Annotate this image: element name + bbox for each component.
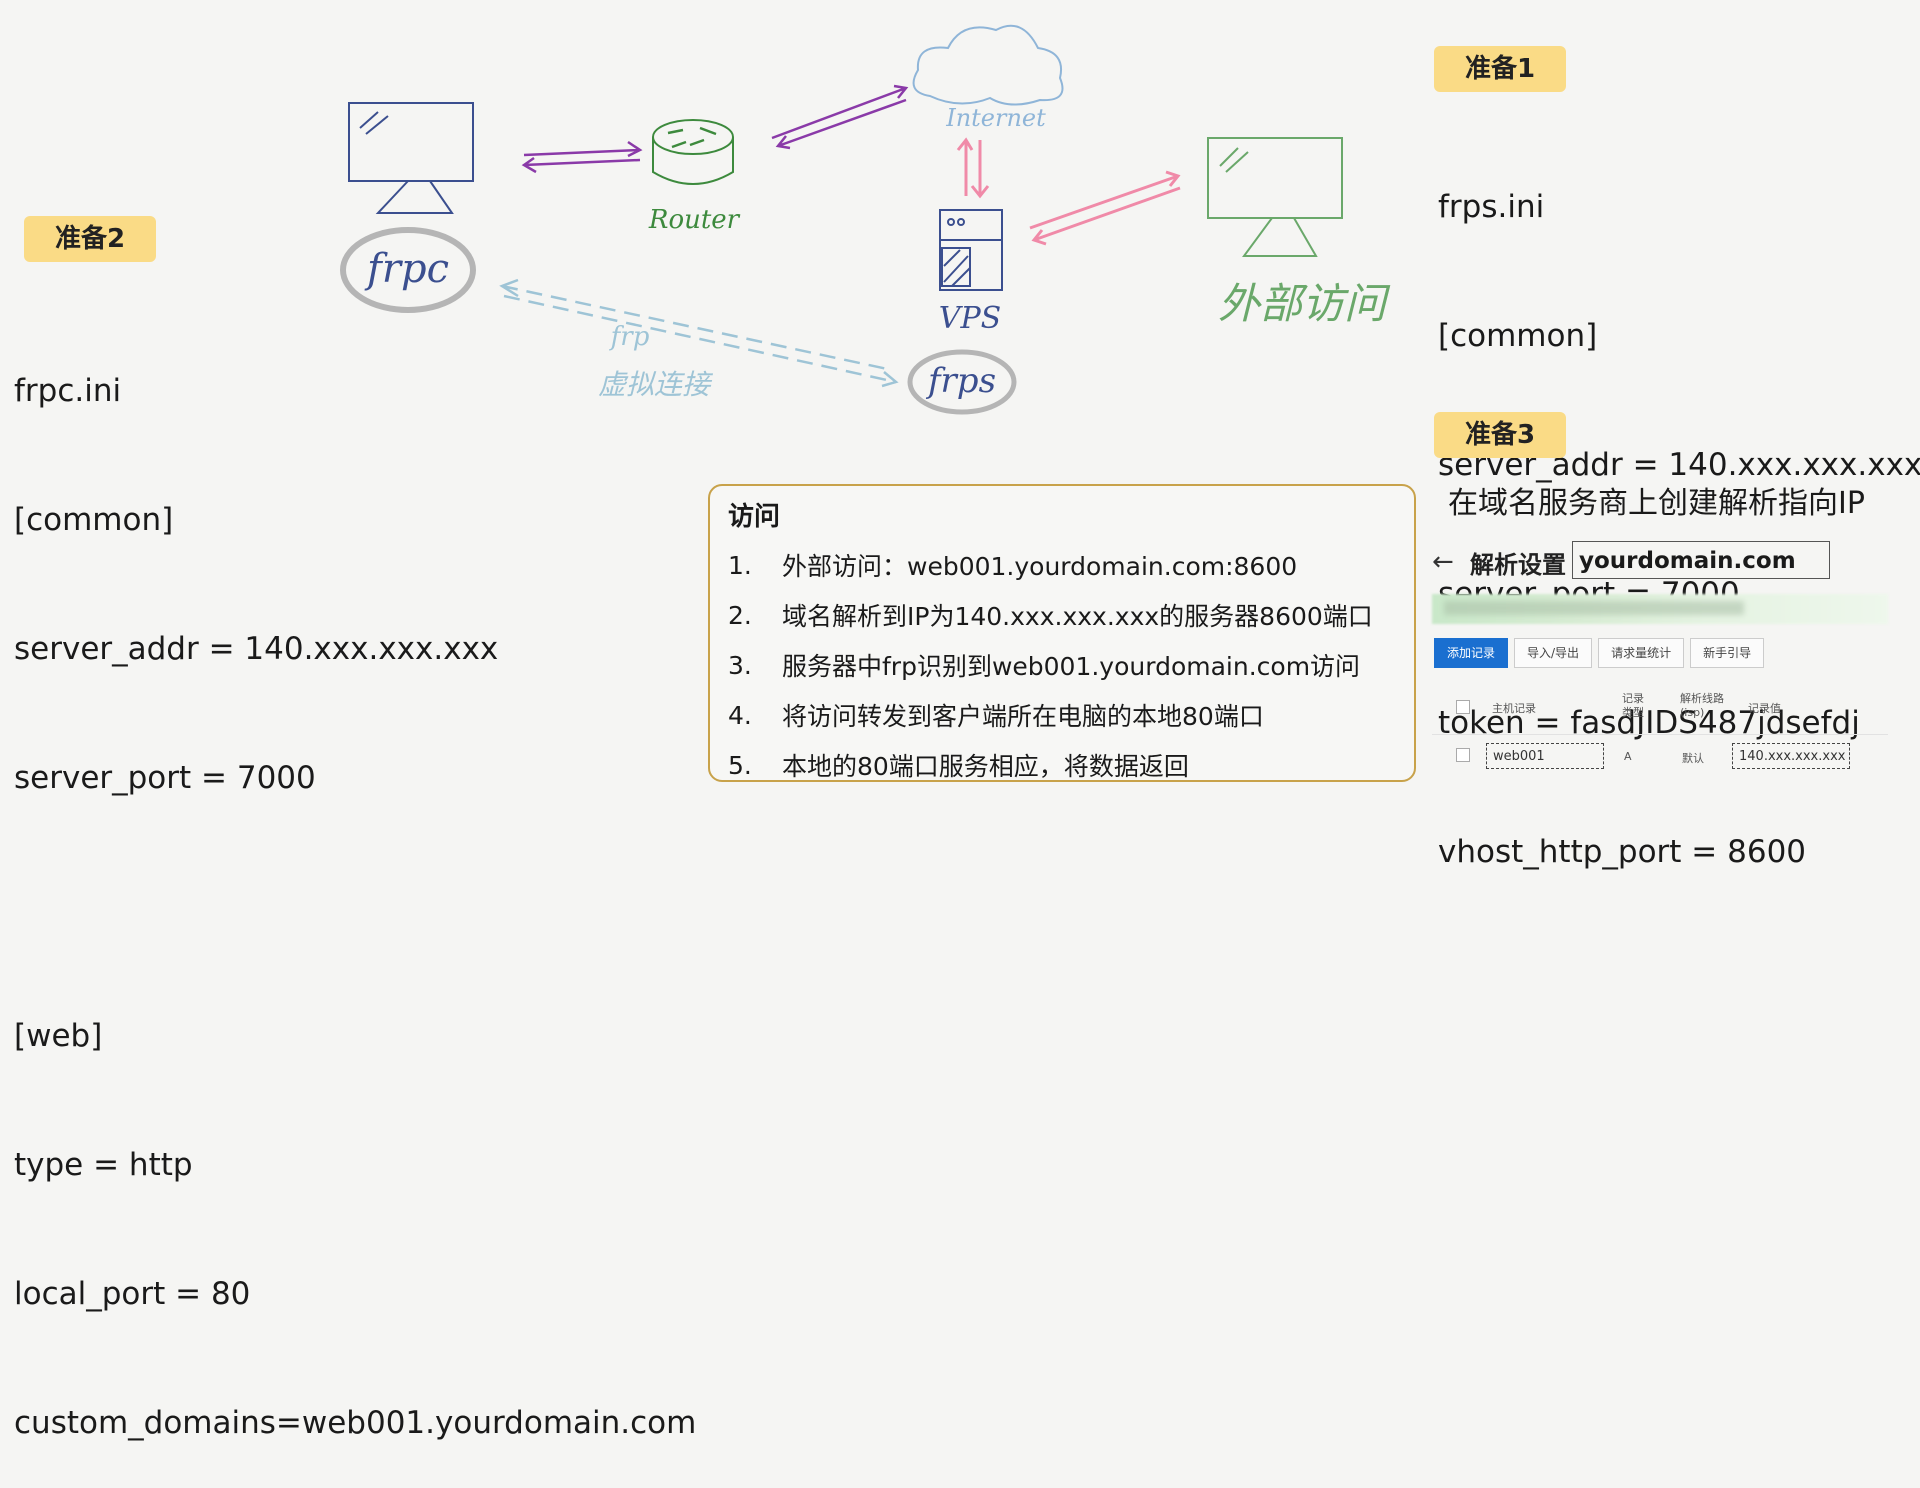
dns-table-row[interactable]: web001 A 默认 140.xxx.xxx.xxx [1432,734,1888,778]
external-access-label: 外部访问 [1218,279,1391,328]
prep1-badge: 准备1 [1434,46,1566,92]
dns-domain-field: yourdomain.com [1572,541,1830,579]
config-line: [common] [14,502,174,538]
external-computer-icon [1207,137,1343,257]
config-line: frps.ini [1438,189,1545,225]
dns-title-row: ← 解析设置 [1432,538,1566,586]
visit-steps-box: 访问 1. 外部访问：web001.yourdomain.com:8600 2. 域… [708,484,1416,782]
prep3-badge: 准备3 [1434,412,1566,458]
record-type-value: A [1624,750,1632,763]
config-line: server_port = 7000 [14,760,316,796]
dns-settings-screenshot: ← 解析设置 yourdomain.com 添加记录 导入/导出 请求量统计 新… [1432,538,1888,782]
add-record-button[interactable]: 添加记录 [1434,638,1509,668]
step-text: 将访问转发到客户端所在电脑的本地80端口 [782,702,1264,731]
step-number: 3. [728,650,752,680]
prep3-description: 在域名服务商上创建解析指向IP [1448,486,1865,521]
step-number: 2. [728,600,752,630]
config-line: custom_domains=web001.yourdomain.com [14,1405,697,1441]
beginner-guide-button[interactable]: 新手引导 [1690,638,1765,668]
select-all-checkbox[interactable] [1456,700,1470,714]
back-arrow-icon[interactable]: ← [1432,547,1454,577]
header-host: 主机记录 [1492,702,1536,715]
visit-title: 访问 [728,502,781,532]
vps-server-icon [939,209,1003,291]
step-number: 4. [728,700,752,730]
visit-step: 3. 服务器中frp识别到web001.yourdomain.com访问 [728,640,1404,690]
request-stats-button[interactable]: 请求量统计 [1598,638,1685,668]
config-line: vhost_http_port = 8600 [1438,834,1807,870]
dns-toolbar: 添加记录 导入/导出 请求量统计 新手引导 [1434,638,1765,668]
header-value: 记录值 [1748,702,1781,715]
frpc-computer-icon [348,102,474,214]
router-internet-arrows [771,84,909,150]
internet-label: Internet [945,104,1046,132]
config-line: [common] [1438,318,1598,354]
config-line: token = fasdJIDS487jdsefdj [1438,705,1860,741]
frpc-label: frpc [364,246,449,292]
record-line-value: 默认 [1682,752,1704,765]
router-label: Router [648,205,741,235]
import-export-button[interactable]: 导入/导出 [1514,638,1593,668]
virtual-label-text: 虚拟连接 [598,368,714,401]
prep2-badge: 准备2 [24,216,156,262]
vps-external-arrows [1029,170,1181,246]
blurred-notice-text [1444,601,1744,615]
step-number: 5. [728,750,752,780]
record-value-input[interactable]: 140.xxx.xxx.xxx [1732,743,1850,769]
visit-step: 5. 本地的80端口服务相应，将数据返回 [728,740,1404,790]
visit-steps-list: 1. 外部访问：web001.yourdomain.com:8600 2. 域名解析… [728,540,1404,790]
config-line: server_addr = 140.xxx.xxx.xxx [14,631,499,667]
visit-step: 1. 外部访问：web001.yourdomain.com:8600 [728,540,1404,590]
router-icon [652,119,734,185]
row-checkbox[interactable] [1456,748,1470,762]
config-line [14,886,696,929]
config-line: frpc.ini [14,373,122,409]
internet-cloud-icon [912,24,1064,106]
internet-vps-arrows [956,137,990,199]
network-diagram: frpc Router Internet VPS frps [340,24,1391,415]
config-line: type = http [14,1147,193,1183]
vps-label: VPS [939,301,1001,336]
frpc-config: frpc.ini [common] server_addr = 140.xxx.… [14,284,696,1488]
header-line: 解析线路(isp) [1680,692,1724,719]
step-text: 外部访问：web001.yourdomain.com:8600 [782,552,1298,581]
visit-step: 2. 域名解析到IP为140.xxx.xxx.xxx的服务器8600端口 [728,590,1404,640]
virtual-connection-line [499,278,899,388]
config-line: local_port = 80 [14,1276,251,1312]
host-record-input[interactable]: web001 [1486,743,1604,769]
step-number: 1. [728,550,752,580]
visit-step: 4. 将访问转发到客户端所在电脑的本地80端口 [728,690,1404,740]
frpc-router-arrows [521,140,643,174]
config-line: [web] [14,1018,103,1054]
frps-label: frps [925,361,996,401]
header-type: 记录类型 [1622,692,1644,719]
dns-title: 解析设置 [1470,550,1566,579]
dns-table-header: 主机记录 记录类型 解析线路(isp) 记录值 [1432,678,1888,735]
frpc-circle [340,227,476,313]
step-text: 本地的80端口服务相应，将数据返回 [782,752,1189,781]
virtual-label-frp: frp [609,322,650,352]
step-text: 域名解析到IP为140.xxx.xxx.xxx的服务器8600端口 [782,602,1373,631]
step-text: 服务器中frp识别到web001.yourdomain.com访问 [782,652,1361,681]
frps-circle [907,349,1017,415]
